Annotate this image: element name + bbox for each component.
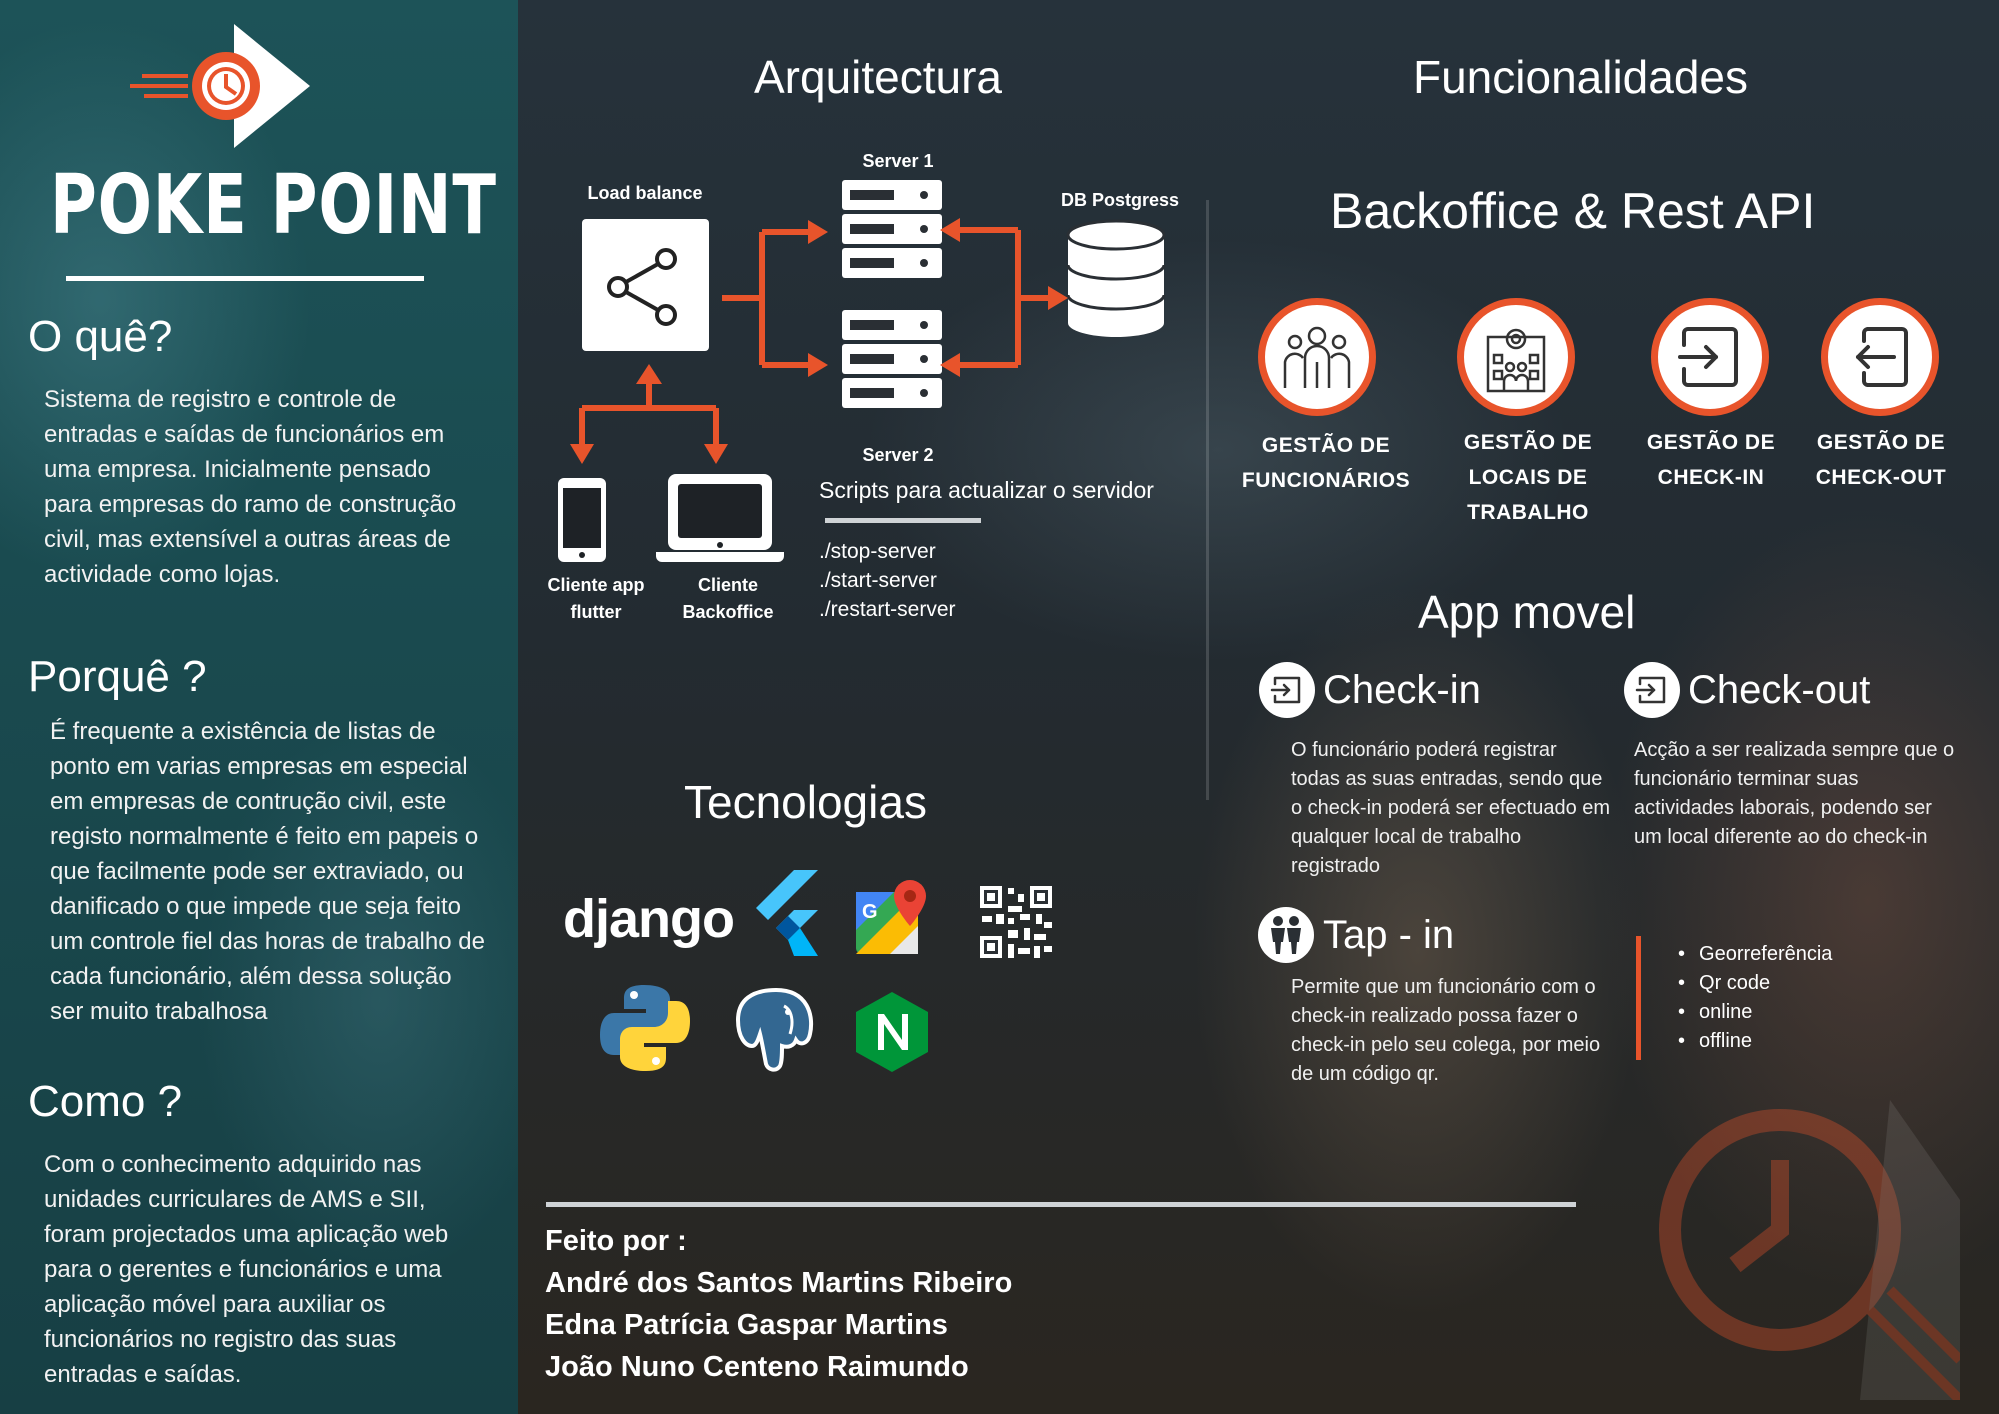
qr-code-icon bbox=[980, 886, 1052, 958]
section-text-why: É frequente a existência de listas de po… bbox=[50, 718, 485, 1025]
list-item: online bbox=[1678, 998, 1832, 1027]
feature-checkout-line2: CHECK-OUT bbox=[1815, 466, 1947, 489]
section-heading-why: Porquê ? bbox=[28, 652, 207, 701]
feature-checkout-label: GESTÃO DE CHECK-OUT bbox=[1786, 425, 1976, 495]
building-icon bbox=[1486, 328, 1546, 393]
client-backoffice-label: Cliente Backoffice bbox=[666, 572, 790, 626]
credits-block: Feito por : André dos Santos Martins Rib… bbox=[545, 1220, 1012, 1388]
feature-employees-circle bbox=[1258, 298, 1376, 416]
tapin-text: Permite que um funcionário com o check-i… bbox=[1291, 976, 1601, 1085]
client-app-label: Cliente app flutter bbox=[536, 572, 656, 626]
feature-checkout-circle bbox=[1821, 298, 1939, 416]
laptop-icon bbox=[656, 474, 784, 562]
python-logo bbox=[600, 985, 690, 1071]
script-stop: ./stop-server bbox=[819, 540, 936, 563]
feature-checkin-line2: CHECK-IN bbox=[1657, 466, 1765, 489]
feature-workplaces-line2: LOCAIS DE bbox=[1468, 466, 1588, 489]
load-balancer-box bbox=[582, 219, 709, 351]
brand-title: POKE POINT bbox=[50, 158, 497, 253]
left-panel-background bbox=[0, 0, 518, 1414]
feature-checkin-circle bbox=[1651, 298, 1769, 416]
client-app-label-line2: flutter bbox=[570, 602, 622, 622]
two-people-icon bbox=[1271, 916, 1301, 954]
feature-checkin-label: GESTÃO DE CHECK-IN bbox=[1616, 425, 1806, 495]
clock-watermark-icon bbox=[1659, 1100, 1960, 1400]
feature-workplaces-line1: GESTÃO DE bbox=[1463, 431, 1593, 454]
people-icon bbox=[1283, 326, 1351, 388]
svg-text:G: G bbox=[862, 901, 878, 923]
login-icon bbox=[1678, 327, 1738, 387]
tapin-title: Tap - in bbox=[1323, 913, 1455, 957]
section-text-what: Sistema de registro e controle de entrad… bbox=[44, 386, 457, 588]
feature-workplaces-circle bbox=[1457, 298, 1575, 416]
nginx-logo bbox=[856, 992, 928, 1072]
feature-employees-line1: GESTÃO DE bbox=[1261, 434, 1391, 457]
bullets-accent-bar bbox=[1636, 936, 1641, 1060]
server2-label: Server 2 bbox=[862, 445, 934, 465]
feature-checkin-line1: GESTÃO DE bbox=[1646, 431, 1776, 454]
section-text-how: Com o conhecimento adquirido nas unidade… bbox=[44, 1151, 449, 1388]
smartphone-icon bbox=[558, 478, 606, 562]
app-title: App movel bbox=[1418, 586, 1636, 638]
author-name: André dos Santos Martins Ribeiro bbox=[545, 1267, 1013, 1299]
poke-point-logo bbox=[130, 24, 310, 148]
scripts-title: Scripts para actualizar o servidor bbox=[819, 477, 1154, 503]
credits-label: Feito por : bbox=[545, 1225, 687, 1257]
backoffice-subtitle: Backoffice & Rest API bbox=[1330, 183, 1816, 239]
flutter-logo bbox=[756, 870, 818, 956]
technologies-title: Tecnologias bbox=[684, 776, 927, 828]
client-backoffice-label-line2: Backoffice bbox=[682, 602, 774, 622]
list-item: Qr code bbox=[1678, 969, 1832, 998]
author-name: Edna Patrícia Gaspar Martins bbox=[545, 1309, 948, 1341]
server1-icon bbox=[842, 180, 942, 278]
checkin-badge bbox=[1259, 662, 1315, 718]
architecture-diagram bbox=[722, 180, 1166, 408]
column-divider bbox=[1206, 200, 1209, 800]
section-heading-what: O quê? bbox=[28, 312, 173, 361]
db-label: DB Postgress bbox=[1060, 190, 1180, 210]
share-icon bbox=[607, 248, 677, 326]
checkin-title: Check-in bbox=[1323, 668, 1481, 712]
checkin-text: O funcionário poderá registrar todas as … bbox=[1291, 739, 1611, 877]
logout-icon bbox=[1856, 327, 1908, 387]
checkout-title: Check-out bbox=[1688, 668, 1871, 712]
feature-workplaces-label: GESTÃO DE LOCAIS DE TRABALHO bbox=[1428, 425, 1628, 530]
feature-workplaces-line3: TRABALHO bbox=[1467, 501, 1589, 524]
list-item: offline bbox=[1678, 1027, 1832, 1056]
list-item: Georreferência bbox=[1678, 940, 1832, 969]
feature-employees-label: GESTÃO DE FUNCIONÁRIOS bbox=[1228, 428, 1424, 498]
tapin-badge bbox=[1258, 907, 1314, 963]
feature-checkout-line1: GESTÃO DE bbox=[1816, 431, 1946, 454]
app-features-list: Georreferência Qr code online offline bbox=[1678, 940, 1832, 1056]
django-logo: django bbox=[563, 889, 735, 949]
scripts-divider bbox=[825, 518, 981, 523]
load-balance-label: Load balance bbox=[587, 183, 703, 203]
client-backoffice-label-line1: Cliente bbox=[697, 575, 758, 595]
brand-divider bbox=[66, 276, 424, 281]
credits-divider bbox=[546, 1202, 1576, 1207]
login-icon bbox=[1270, 676, 1301, 704]
database-icon bbox=[1066, 219, 1166, 337]
server2-icon bbox=[842, 310, 942, 408]
author-name: João Nuno Centeno Raimundo bbox=[545, 1351, 969, 1383]
checkout-text: Acção a ser realizada sempre que o funci… bbox=[1634, 739, 1955, 848]
client-app-label-line1: Cliente app bbox=[547, 575, 645, 595]
section-heading-how: Como ? bbox=[28, 1077, 183, 1126]
scripts-list: ./stop-server ./start-server ./restart-s… bbox=[819, 537, 956, 624]
google-maps-logo: G bbox=[856, 880, 926, 954]
postgresql-logo bbox=[735, 987, 814, 1072]
feature-employees-line2: FUNCIONÁRIOS bbox=[1241, 469, 1411, 492]
script-start: ./start-server bbox=[819, 569, 937, 592]
login-icon bbox=[1635, 676, 1666, 704]
script-restart: ./restart-server bbox=[819, 598, 956, 621]
client-connection-arrows bbox=[570, 364, 728, 464]
architecture-title: Arquitectura bbox=[754, 51, 1003, 103]
features-title: Funcionalidades bbox=[1413, 51, 1749, 103]
server1-label: Server 1 bbox=[862, 151, 934, 171]
checkout-badge bbox=[1624, 662, 1680, 718]
